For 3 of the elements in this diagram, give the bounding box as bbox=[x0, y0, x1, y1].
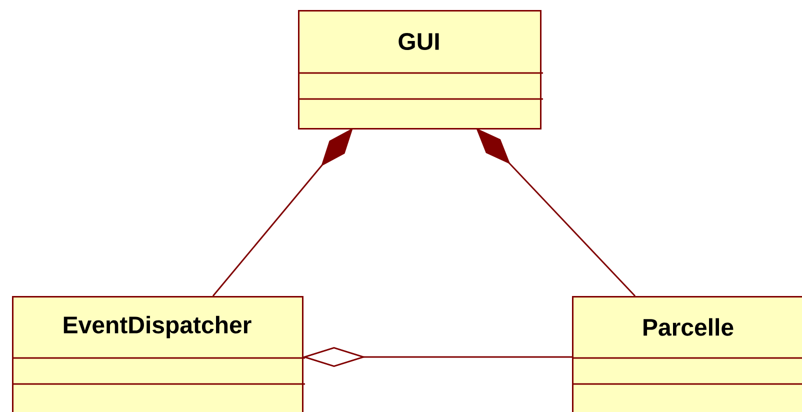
class-box: EventDispatcher bbox=[12, 296, 305, 412]
class-box: Parcelle bbox=[572, 296, 802, 412]
class-box: GUI bbox=[298, 10, 543, 130]
